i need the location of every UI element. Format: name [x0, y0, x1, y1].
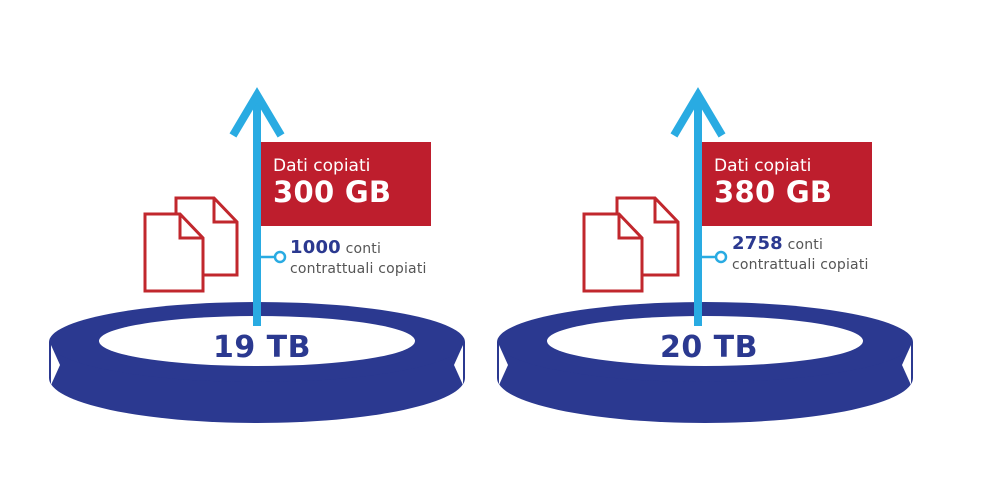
capacity-label: 19 TB [212, 330, 312, 365]
accounts-count: 1000 [290, 237, 341, 258]
accounts-note: 1000 conti contrattuali copiati [290, 238, 427, 279]
storage-ring-icon [49, 302, 465, 423]
accounts-word: conti [787, 237, 824, 253]
copied-data-label: Dati copiati [273, 156, 371, 176]
accounts-word: conti [345, 241, 382, 257]
storage-ring-icon [497, 302, 913, 423]
arrow-up-icon [229, 87, 287, 326]
accounts-suffix: contrattuali copiati [732, 257, 869, 273]
arrow-up-icon [670, 87, 728, 326]
copied-data-badge: Dati copiati 300 GB [261, 142, 431, 226]
document-icon [582, 196, 680, 293]
accounts-note: 2758 conti contrattuali copiati [732, 234, 869, 275]
accounts-suffix: contrattuali copiati [290, 261, 427, 277]
document-icon [143, 196, 239, 293]
accounts-count: 2758 [732, 233, 783, 254]
copied-data-value: 380 GB [714, 175, 833, 209]
copied-data-value: 300 GB [273, 175, 392, 209]
copied-data-badge: Dati copiati 380 GB [702, 142, 872, 226]
copied-data-label: Dati copiati [714, 156, 812, 176]
capacity-label: 20 TB [659, 330, 759, 365]
